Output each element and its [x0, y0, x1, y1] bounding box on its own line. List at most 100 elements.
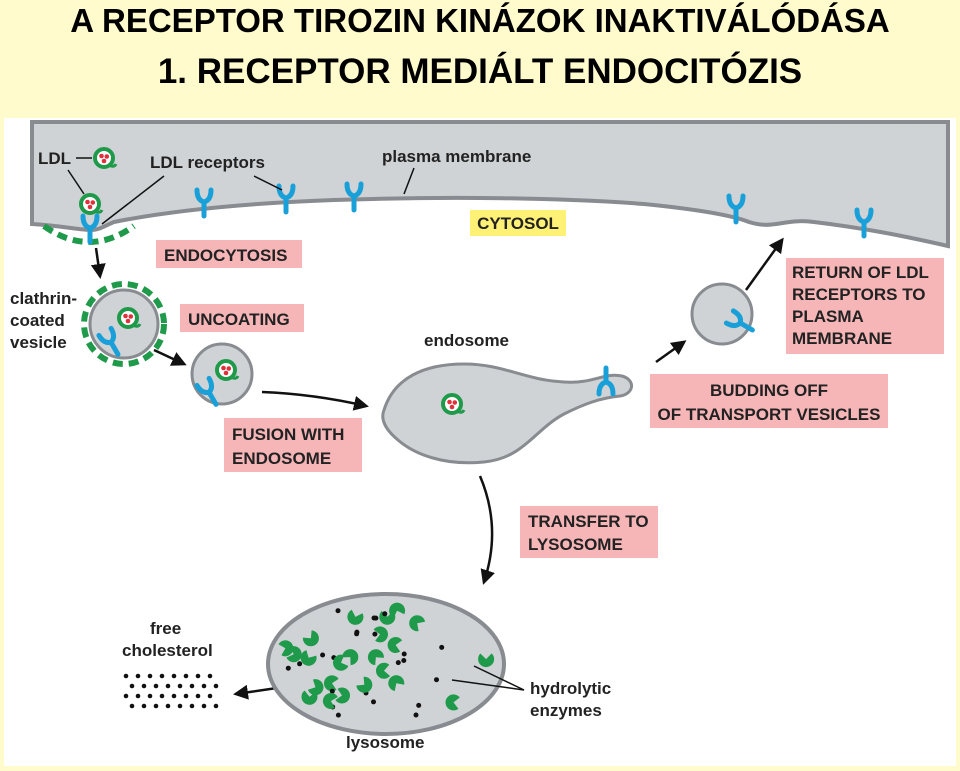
clathrin-label-2: coated	[10, 311, 65, 330]
cholesterol-dot	[165, 703, 171, 709]
uncoated-vesicle	[190, 342, 254, 408]
cholesterol-dot	[123, 693, 129, 699]
step-return-line1: RETURN OF LDL	[792, 263, 929, 282]
arrow-endocytosis	[90, 247, 106, 279]
cholesterol-dot	[171, 693, 177, 699]
lysosome-particle	[297, 661, 303, 667]
cholesterol-dot	[123, 673, 129, 679]
clathrin-label-1: clathrin-	[10, 289, 77, 308]
endosome-ldl	[441, 393, 466, 415]
lysosome-particle	[354, 631, 360, 637]
ldl-particle	[93, 147, 118, 169]
step-budding-line1: BUDDING OFF	[710, 381, 828, 400]
lysosome-particle	[329, 688, 335, 694]
lysosome-particle	[371, 699, 376, 705]
lysosome-particle	[439, 644, 445, 650]
cholesterol-dot	[183, 693, 189, 699]
cholesterol-dot	[207, 693, 213, 699]
arrow-fusion	[261, 390, 369, 411]
cholesterol-dot	[159, 673, 165, 679]
endosome-label: endosome	[424, 331, 509, 350]
cholesterol-dot	[201, 703, 207, 709]
endocytosis-diagram: LDL LDL receptors plasma membrane CYTOSO…	[4, 118, 956, 766]
cholesterol-dot	[189, 703, 195, 709]
lysosome-contents	[274, 600, 498, 718]
cholesterol-dot	[189, 683, 195, 689]
clathrin-label-3: vesicle	[10, 333, 67, 352]
cytosol-box	[470, 210, 566, 236]
plasma-membrane	[30, 120, 950, 249]
lysosome-particle	[335, 608, 341, 614]
step-return-line4: MEMBRANE	[792, 329, 892, 348]
lysosome-particle	[285, 665, 291, 671]
lysosome-particle	[416, 702, 422, 708]
ldl-label: LDL	[38, 149, 71, 168]
step-box-fusion	[224, 418, 362, 472]
cholesterol-dot	[147, 673, 153, 679]
cholesterol-dot	[129, 683, 135, 689]
ldl-particle	[79, 193, 104, 215]
ldl-receptors-label: LDL receptors	[150, 153, 265, 172]
cholesterol-dot	[153, 683, 159, 689]
free-cholesterol-label-1: free	[150, 619, 181, 638]
arrow-uncoating	[153, 348, 187, 366]
step-endocytosis-label: ENDOCYTOSIS	[164, 246, 287, 265]
cholesterol-dot	[213, 703, 219, 709]
step-transfer-line1: TRANSFER TO	[528, 512, 649, 531]
step-return-line3: PLASMA	[792, 307, 864, 326]
cholesterol-dot	[129, 703, 135, 709]
lysosome-particle	[401, 658, 407, 663]
hydrolytic-enzymes-label-2: enzymes	[530, 701, 602, 720]
cholesterol-dot	[195, 693, 201, 699]
lysosome-particle	[371, 615, 377, 621]
cholesterol-dot	[171, 673, 177, 679]
step-box-transfer	[520, 506, 658, 558]
cholesterol-dot	[147, 693, 153, 699]
free-cholesterol-dots	[123, 673, 219, 709]
cholesterol-dot	[135, 693, 141, 699]
hydrolytic-enzymes-label-1: hydrolytic	[530, 679, 611, 698]
cholesterol-dot	[135, 673, 141, 679]
lysosome-particle	[372, 631, 378, 637]
free-cholesterol-label-2: cholesterol	[122, 641, 213, 660]
arrow-return	[744, 237, 784, 291]
lysosome-particle	[434, 677, 439, 683]
slide-subtitle: 1. RECEPTOR MEDIÁLT ENDOCITÓZIS	[157, 52, 803, 91]
cholesterol-dot	[213, 683, 219, 689]
step-fusion-line2: ENDOSOME	[232, 449, 331, 468]
cholesterol-dot	[165, 683, 171, 689]
cholesterol-dot	[201, 683, 207, 689]
cholesterol-dot	[141, 683, 147, 689]
lysosome-particle	[413, 712, 419, 718]
lysosome-particle	[395, 660, 401, 666]
step-box-budding	[650, 374, 888, 428]
step-fusion-line1: FUSION WITH	[232, 425, 344, 444]
cholesterol-dot	[159, 693, 165, 699]
lysosome-particle	[335, 712, 341, 718]
step-return-line2: RECEPTORS TO	[792, 285, 926, 304]
step-box-uncoating	[180, 304, 304, 332]
lysosome-label: lysosome	[346, 733, 424, 752]
cholesterol-dot	[183, 673, 189, 679]
transport-vesicle	[690, 282, 756, 346]
cholesterol-dot	[195, 673, 201, 679]
lysosome-particle	[320, 652, 326, 658]
step-budding-line2: OF TRANSPORT VESICLES	[658, 405, 881, 424]
endosome	[381, 362, 633, 465]
step-box-endocytosis	[156, 240, 302, 268]
cholesterol-dot	[153, 703, 159, 709]
clathrin-coated-vesicle	[81, 281, 167, 367]
plasma-membrane-label: plasma membrane	[382, 147, 531, 166]
lysosome-particle	[401, 651, 407, 657]
cholesterol-dot	[207, 673, 213, 679]
slide-title: A RECEPTOR TIROZIN KINÁZOK INAKTIVÁLÓDÁS…	[70, 2, 890, 39]
arrow-transfer	[478, 475, 495, 585]
step-transfer-line2: LYSOSOME	[528, 535, 623, 554]
cholesterol-dot	[177, 683, 183, 689]
arrow-budding	[655, 340, 687, 364]
cytosol-label: CYTOSOL	[477, 214, 559, 233]
cholesterol-dot	[177, 703, 183, 709]
step-uncoating-label: UNCOATING	[188, 310, 290, 329]
step-box-return	[786, 258, 944, 354]
cholesterol-dot	[141, 703, 147, 709]
